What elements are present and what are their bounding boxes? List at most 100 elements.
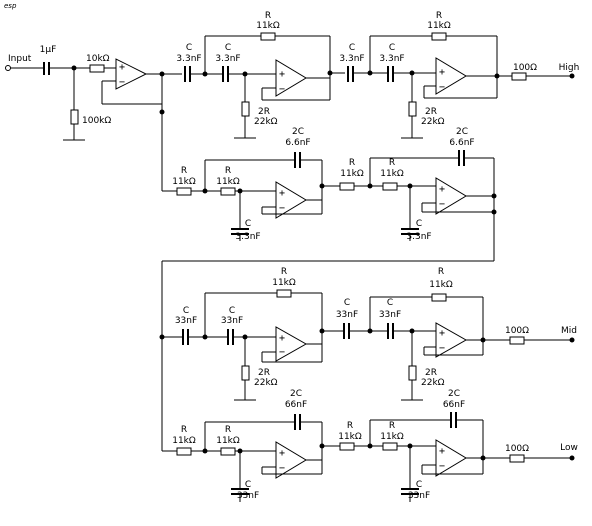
lp2-resistor-b — [382, 182, 398, 191]
svg-text:R: R — [389, 158, 395, 168]
series-resistor — [89, 64, 105, 73]
svg-text:6.6nF: 6.6nF — [449, 138, 474, 148]
hp4-opamp — [435, 322, 468, 358]
input-cap-value: 1µF — [40, 45, 57, 55]
svg-text:+: + — [279, 448, 285, 459]
svg-text:2C: 2C — [290, 389, 302, 399]
svg-text:2C: 2C — [292, 127, 304, 137]
svg-text:33nF: 33nF — [379, 310, 401, 320]
svg-text:R: R — [181, 425, 187, 435]
svg-text:C: C — [229, 306, 235, 316]
svg-text:+: + — [279, 188, 285, 199]
svg-text:R: R — [225, 166, 231, 176]
svg-text:−: − — [439, 199, 445, 210]
hp3-shunt-resistor — [241, 365, 250, 381]
lp3-resistor-b — [220, 447, 236, 456]
svg-text:R: R — [436, 11, 442, 21]
hp4-shunt-resistor — [408, 365, 417, 381]
low-output-resistor — [509, 454, 525, 463]
svg-text:66nF: 66nF — [285, 400, 307, 410]
svg-text:11kΩ: 11kΩ — [340, 169, 364, 179]
shunt-resistor — [70, 109, 79, 125]
svg-text:C: C — [389, 43, 395, 53]
hp1-shunt-resistor — [241, 101, 250, 117]
svg-text:11kΩ: 11kΩ — [216, 436, 240, 446]
svg-text:22kΩ: 22kΩ — [421, 117, 445, 127]
svg-text:C: C — [245, 219, 251, 229]
mid-output-label: Mid — [561, 326, 577, 336]
svg-text:R: R — [347, 421, 353, 431]
svg-text:−: − — [279, 463, 285, 474]
svg-text:33nF: 33nF — [237, 491, 259, 501]
svg-text:11kΩ: 11kΩ — [172, 436, 196, 446]
input-buffer-opamp — [115, 58, 148, 90]
lp4-opamp — [435, 439, 467, 477]
svg-text:−: − — [279, 203, 285, 214]
lp2-opamp — [435, 177, 467, 215]
svg-text:33nF: 33nF — [408, 491, 430, 501]
series-resistor-value: 10kΩ — [86, 54, 110, 64]
svg-text:+: + — [119, 62, 125, 73]
hp3-feedback-resistor — [276, 289, 292, 298]
svg-text:33nF: 33nF — [336, 310, 358, 320]
svg-text:100Ω: 100Ω — [505, 444, 529, 454]
lp3-opamp — [275, 441, 307, 479]
svg-text:11kΩ: 11kΩ — [272, 278, 296, 288]
lp4-resistor-b — [382, 442, 398, 451]
hp4-feedback-resistor — [431, 293, 447, 302]
svg-text:100Ω: 100Ω — [505, 326, 529, 336]
high-split-lowpass-filter: R 11kΩ R 11kΩ 2C 6.6nF C 3.3nF + − R 11k… — [161, 127, 497, 451]
esp-logo: esp — [4, 2, 17, 10]
svg-text:+: + — [279, 333, 285, 344]
hp1-feedback-resistor — [260, 32, 276, 41]
shunt-resistor-value: 100kΩ — [82, 116, 111, 126]
svg-text:−: − — [119, 77, 125, 88]
svg-text:R: R — [281, 267, 287, 277]
svg-text:C: C — [349, 43, 355, 53]
svg-text:C: C — [344, 298, 350, 308]
high-band-highpass-filter: C 3.3nF C 3.3nF R 11kΩ 2R 22kΩ + − — [176, 11, 580, 139]
svg-text:22kΩ: 22kΩ — [254, 117, 278, 127]
svg-text:R: R — [389, 421, 395, 431]
svg-text:3.3nF: 3.3nF — [339, 54, 364, 64]
mid-band-highpass-filter: C 33nF C 33nF R 11kΩ 2R 22kΩ + − C 3 — [159, 267, 577, 401]
svg-text:C: C — [416, 480, 422, 490]
svg-text:R: R — [181, 166, 187, 176]
input-section: Input 1µF 100kΩ 10kΩ + − — [5, 45, 182, 191]
hp3-opamp — [275, 326, 308, 362]
svg-text:−: − — [279, 347, 285, 358]
svg-text:22kΩ: 22kΩ — [421, 378, 445, 388]
hp2-feedback-resistor — [431, 32, 447, 41]
svg-text:C: C — [183, 306, 189, 316]
svg-text:C: C — [416, 219, 422, 229]
svg-text:11kΩ: 11kΩ — [380, 169, 404, 179]
lp3-resistor-a — [176, 447, 192, 456]
low-output-label: Low — [560, 443, 578, 453]
svg-text:3.3nF: 3.3nF — [406, 232, 431, 242]
svg-text:3.3nF: 3.3nF — [235, 232, 260, 242]
svg-text:11kΩ: 11kΩ — [338, 432, 362, 442]
svg-text:3.3nF: 3.3nF — [176, 54, 201, 64]
svg-text:+: + — [439, 328, 445, 339]
lp2-resistor-a — [339, 182, 355, 191]
svg-text:−: − — [439, 82, 445, 93]
mid-output-resistor — [509, 336, 525, 345]
svg-text:2C: 2C — [456, 127, 468, 137]
hp2-opamp — [435, 57, 467, 95]
svg-text:+: + — [439, 67, 445, 78]
svg-text:−: − — [439, 343, 445, 354]
high-output-terminal — [569, 73, 575, 79]
lp1-resistor-a — [176, 187, 192, 196]
svg-text:C: C — [225, 43, 231, 53]
svg-text:−: − — [439, 461, 445, 472]
lp1-resistor-b — [220, 187, 236, 196]
svg-text:11kΩ: 11kΩ — [380, 432, 404, 442]
svg-text:33nF: 33nF — [175, 316, 197, 326]
hp2-shunt-resistor — [408, 101, 417, 117]
svg-text:2R: 2R — [425, 368, 437, 378]
svg-text:+: + — [439, 184, 445, 195]
high-output-label: High — [559, 63, 580, 73]
high-output-resistor — [511, 72, 527, 81]
svg-text:33nF: 33nF — [221, 316, 243, 326]
